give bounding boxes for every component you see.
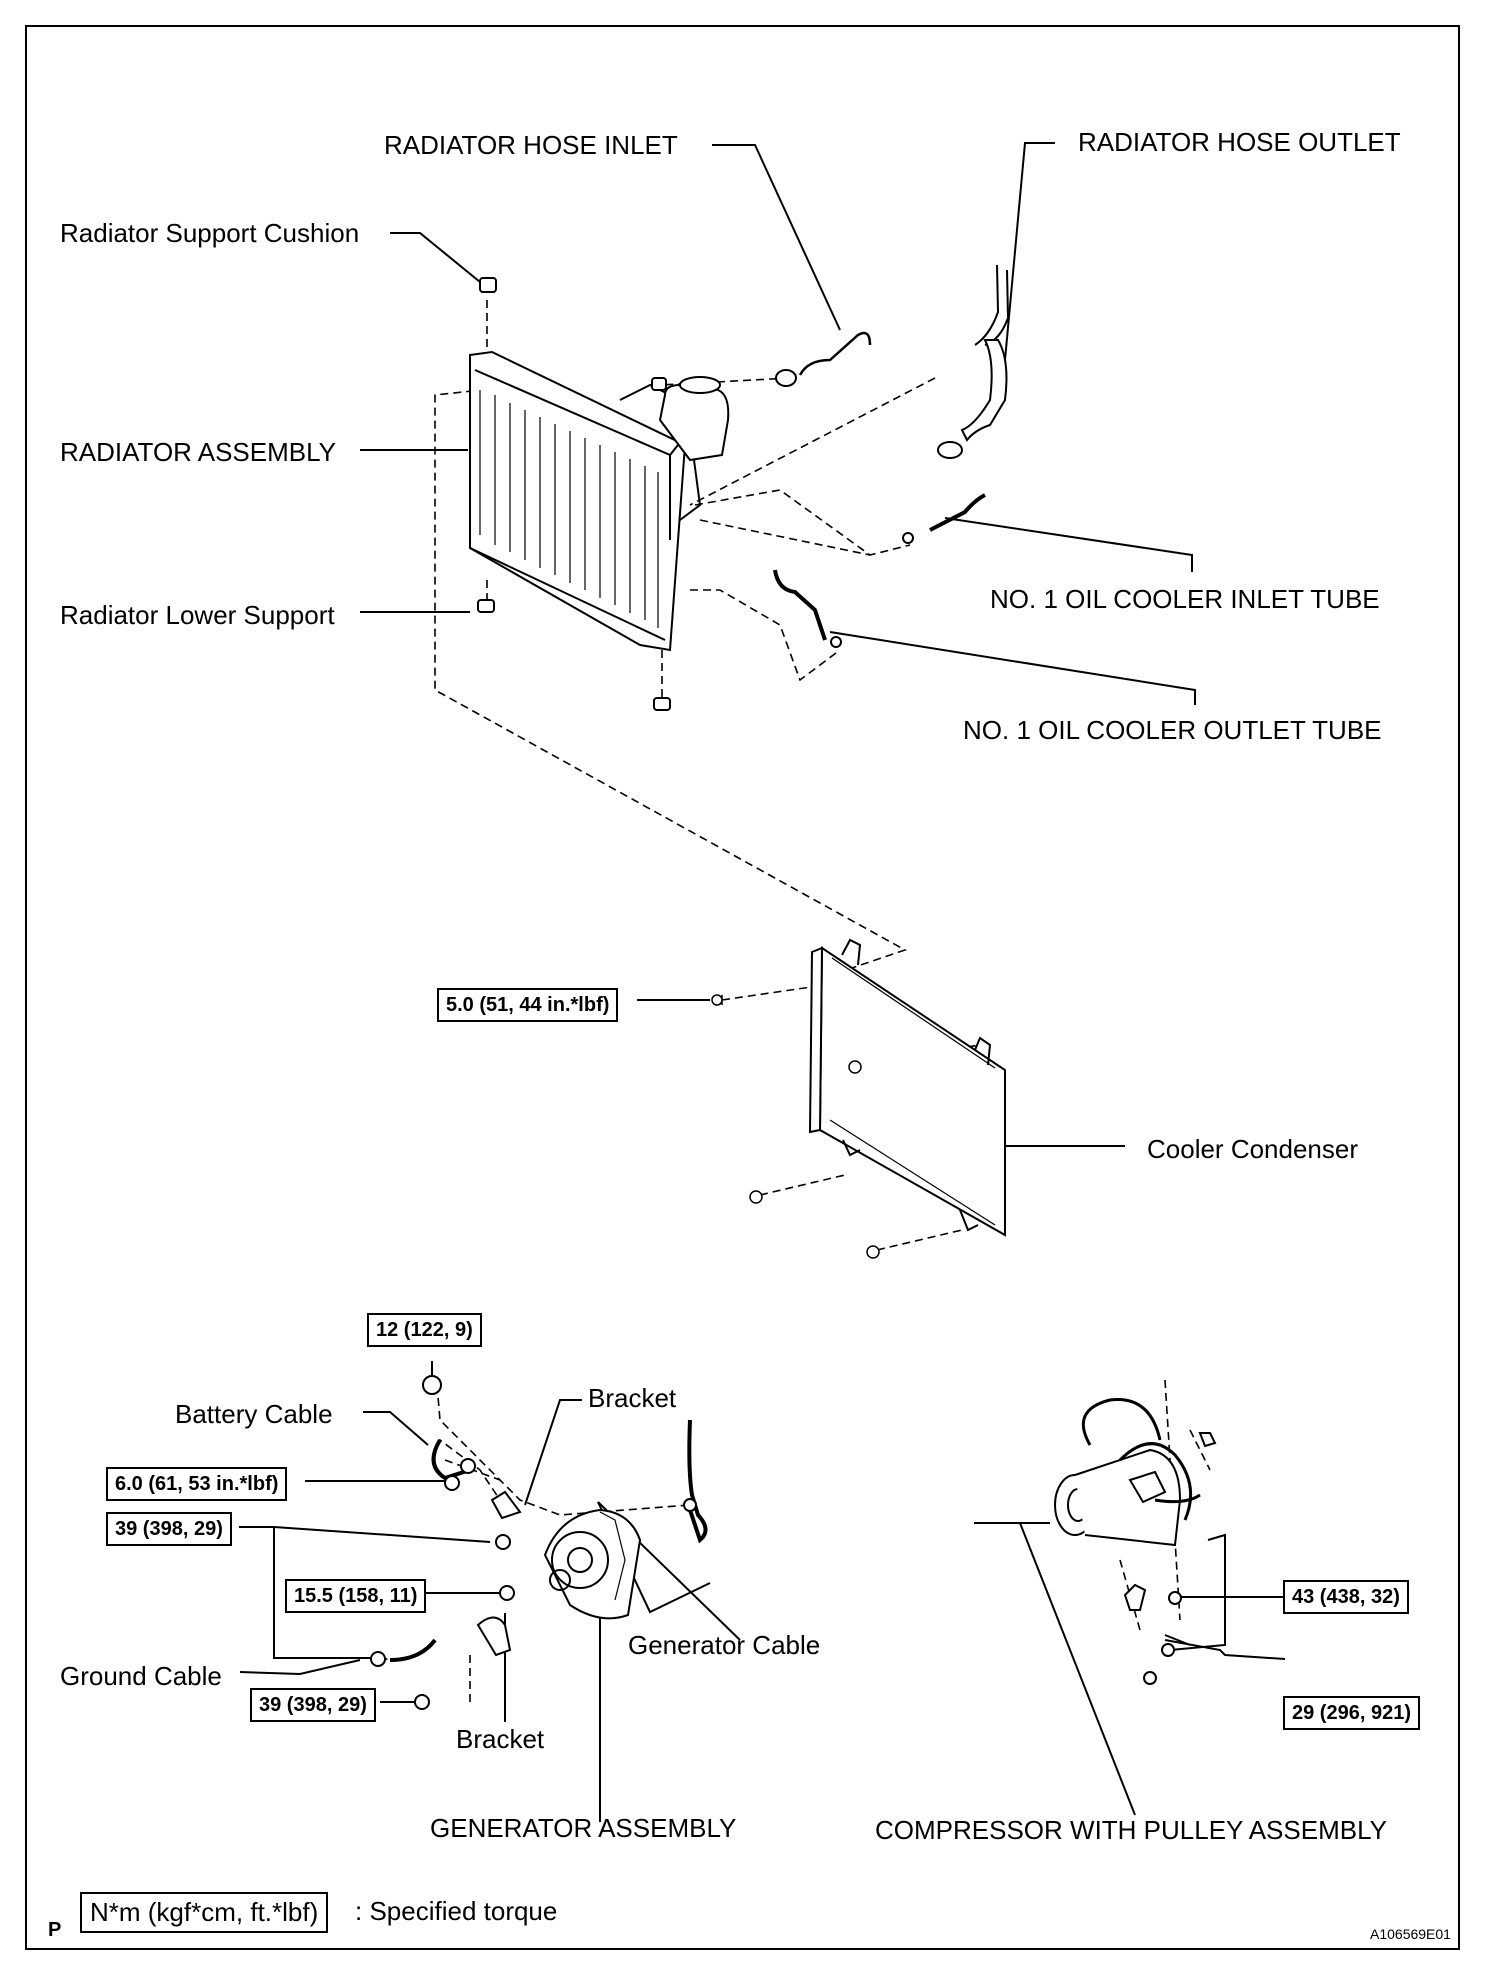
label-oil-cooler-inlet-tube: NO. 1 OIL COOLER INLET TUBE (990, 584, 1380, 614)
legend-description: : Specified torque (355, 1896, 558, 1926)
label-battery-cable: Battery Cable (175, 1399, 333, 1429)
torque-box-generator-upper: 39 (398, 29) (106, 1512, 232, 1546)
label-radiator-hose-inlet: RADIATOR HOSE INLET (384, 130, 678, 160)
label-radiator-support-cushion: Radiator Support Cushion (60, 218, 360, 248)
label-radiator-assembly: RADIATOR ASSEMBLY (60, 437, 336, 467)
label-bracket-lower: Bracket (456, 1724, 545, 1754)
compressor-assembly-drawing (1054, 1398, 1217, 1685)
leader-lines (239, 142, 1286, 1822)
label-radiator-lower-support: Radiator Lower Support (60, 600, 335, 630)
diagram-frame (25, 25, 1460, 1950)
label-bracket-upper: Bracket (588, 1383, 677, 1413)
torque-box-compressor-lower: 29 (296, 921) (1283, 1696, 1420, 1730)
label-oil-cooler-outlet-tube: NO. 1 OIL COOLER OUTLET TUBE (963, 715, 1382, 745)
torque-box-condenser: 5.0 (51, 44 in.*lbf) (437, 988, 619, 1022)
torque-box-generator-lower: 39 (398, 29) (250, 1688, 376, 1722)
label-radiator-hose-outlet: RADIATOR HOSE OUTLET (1078, 127, 1401, 157)
generator-assembly-drawing (370, 1375, 708, 1710)
figure-id: A106569E01 (1370, 1926, 1451, 1942)
torque-box-generator-mid: 15.5 (158, 11) (285, 1579, 427, 1613)
label-generator-assembly: GENERATOR ASSEMBLY (430, 1813, 737, 1843)
torque-box-battery-cable: 12 (122, 9) (367, 1313, 482, 1347)
torque-box-compressor-upper: 43 (438, 32) (1283, 1580, 1409, 1614)
torque-box-cable-bolt: 6.0 (61, 53 in.*lbf) (106, 1467, 288, 1501)
cooler-condenser-drawing (711, 938, 1006, 1259)
label-cooler-condenser: Cooler Condenser (1147, 1134, 1359, 1164)
legend-torque-unit: N*m (kgf*cm, ft.*lbf) (80, 1892, 329, 1933)
page-letter: P (48, 1919, 62, 1941)
radiator-assembly-drawing (469, 264, 1010, 711)
label-ground-cable: Ground Cable (60, 1661, 222, 1691)
label-generator-cable: Generator Cable (628, 1630, 821, 1660)
label-compressor-assembly: COMPRESSOR WITH PULLEY ASSEMBLY (875, 1815, 1387, 1845)
